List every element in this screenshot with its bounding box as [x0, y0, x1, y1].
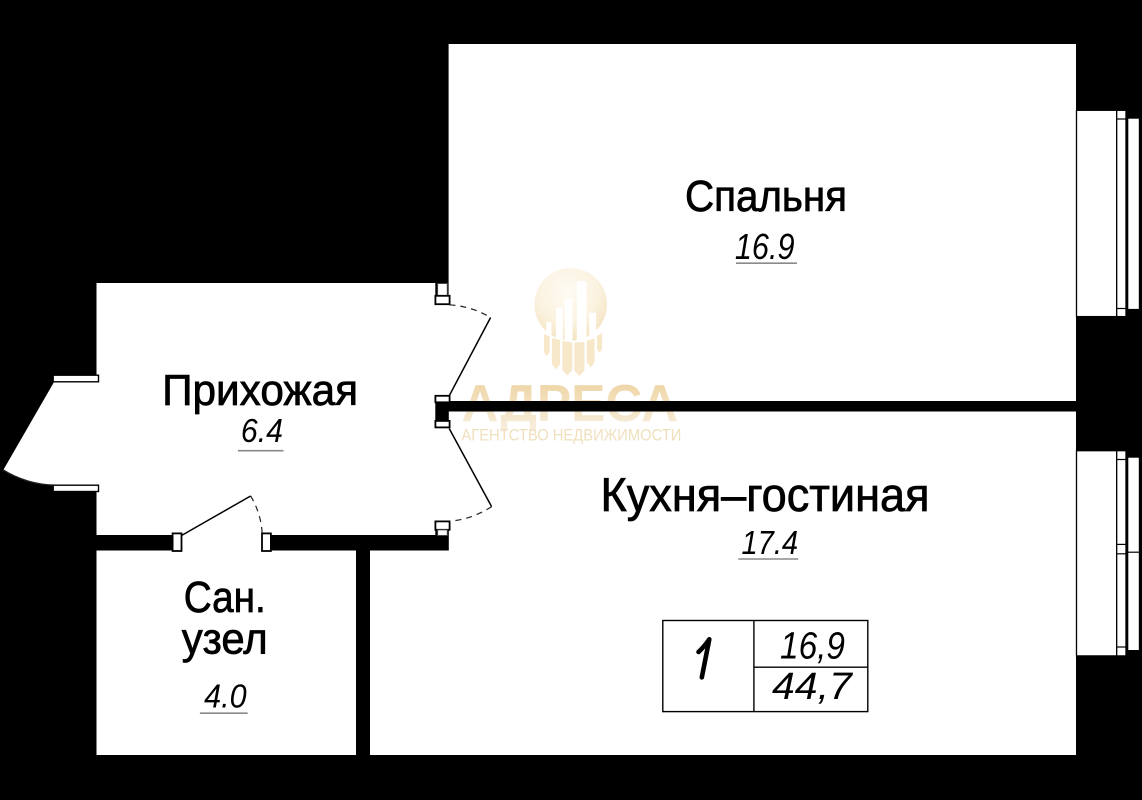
svg-text:узел: узел	[182, 614, 268, 663]
svg-text:4.0: 4.0	[204, 678, 247, 715]
svg-text:6.4: 6.4	[241, 412, 283, 449]
svg-text:Сан.: Сан.	[184, 573, 266, 622]
svg-text:Кухня–гостиная: Кухня–гостиная	[601, 469, 930, 522]
svg-text:Прихожая: Прихожая	[162, 366, 358, 415]
svg-text:44,7: 44,7	[772, 666, 854, 708]
svg-text:16,9: 16,9	[780, 626, 845, 668]
svg-text:17.4: 17.4	[741, 524, 798, 561]
svg-text:АГЕНТСТВО НЕДВИЖИМОСТИ: АГЕНТСТВО НЕДВИЖИМОСТИ	[461, 426, 681, 444]
svg-text:16.9: 16.9	[735, 226, 795, 267]
svg-text:Спальня: Спальня	[685, 172, 847, 221]
